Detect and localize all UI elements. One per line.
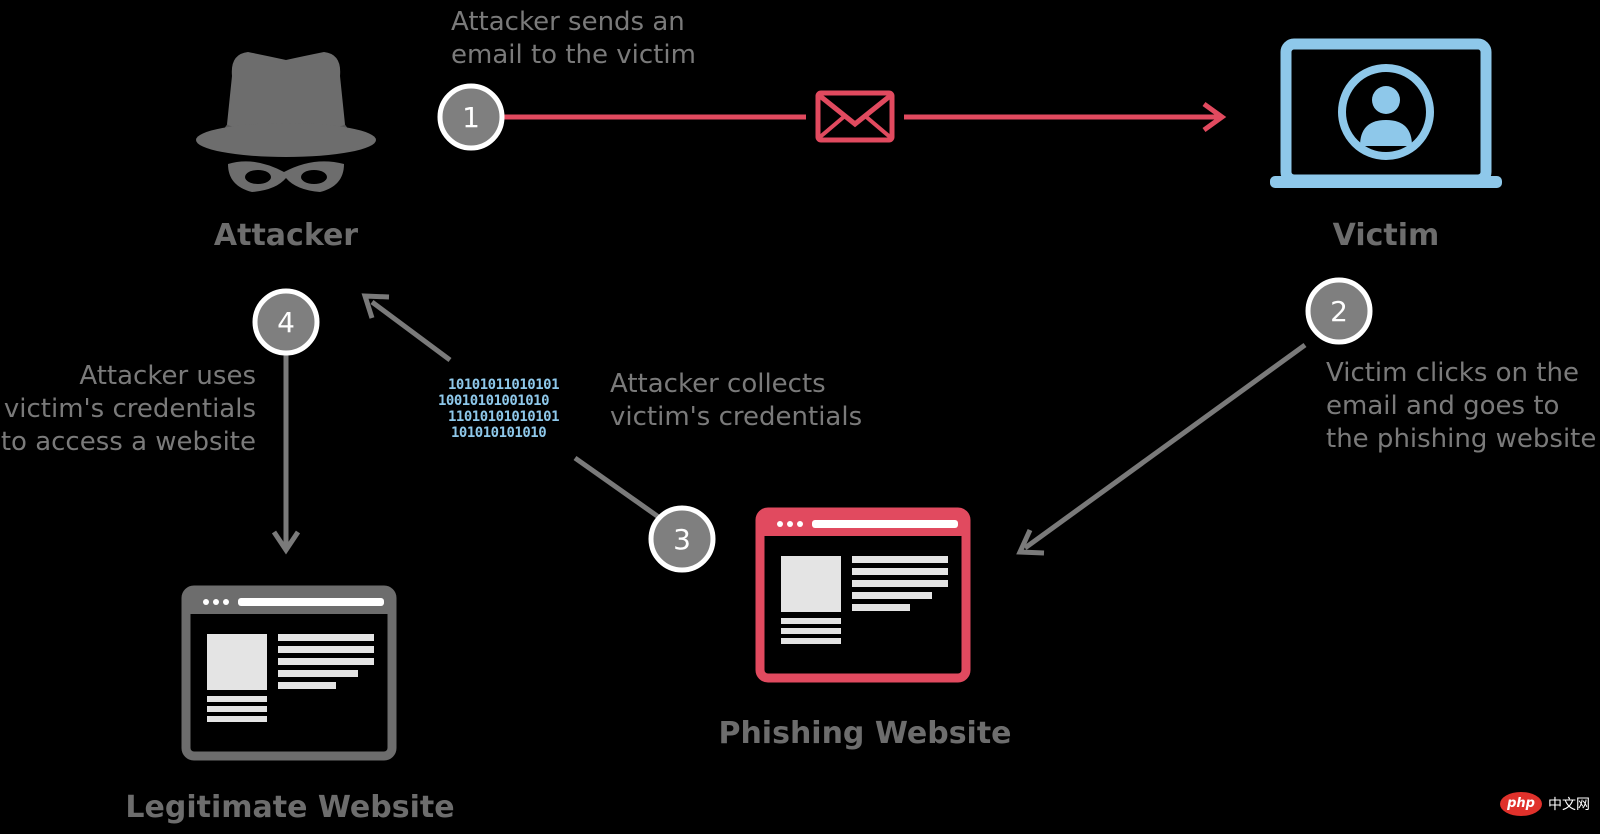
binary-line: 101010101010 [451, 425, 547, 441]
attacker-to-legit-connector [271, 352, 301, 555]
step-badge-1: 1 [437, 83, 505, 151]
step-badge-4: 4 [252, 288, 320, 356]
watermark-text: 中文网 [1548, 797, 1590, 813]
attacker-label: Attacker [213, 218, 359, 253]
step-2-text: Victim clicks on the email and goes to t… [1326, 358, 1597, 454]
victim-to-phishing-connector [1016, 342, 1307, 556]
step-4-text: Attacker uses victim's credentials to ac… [0, 361, 256, 457]
email-connector [495, 101, 1227, 133]
binary-line: 11010101010101 [448, 409, 560, 425]
phishing-to-attacker-connector [361, 293, 662, 521]
legit-site-icon [181, 585, 397, 761]
attacker-icon [196, 52, 376, 192]
legit-site-label: Legitimate Website [125, 790, 455, 825]
binary-line: 10010101001010 [438, 393, 550, 409]
phishing-site-icon [755, 507, 971, 683]
step-number: 3 [673, 523, 691, 556]
step-number: 1 [462, 101, 480, 134]
step-1-text: Attacker sends an email to the victim [451, 7, 696, 70]
step-number: 2 [1330, 295, 1348, 328]
step-badge-3: 3 [648, 505, 716, 573]
step-3-text: Attacker collects victim's credentials [610, 369, 863, 432]
phishing-site-label: Phishing Website [718, 716, 1012, 751]
watermark-logo: php [1500, 792, 1542, 816]
victim-laptop-icon [1270, 38, 1502, 188]
step-number: 4 [277, 306, 295, 339]
step-badge-2: 2 [1305, 277, 1373, 345]
victim-label: Victim [1332, 218, 1440, 253]
binary-line: 10101011010101 [448, 377, 560, 393]
watermark: php 中文网 [1500, 790, 1596, 820]
envelope-icon [815, 90, 895, 143]
